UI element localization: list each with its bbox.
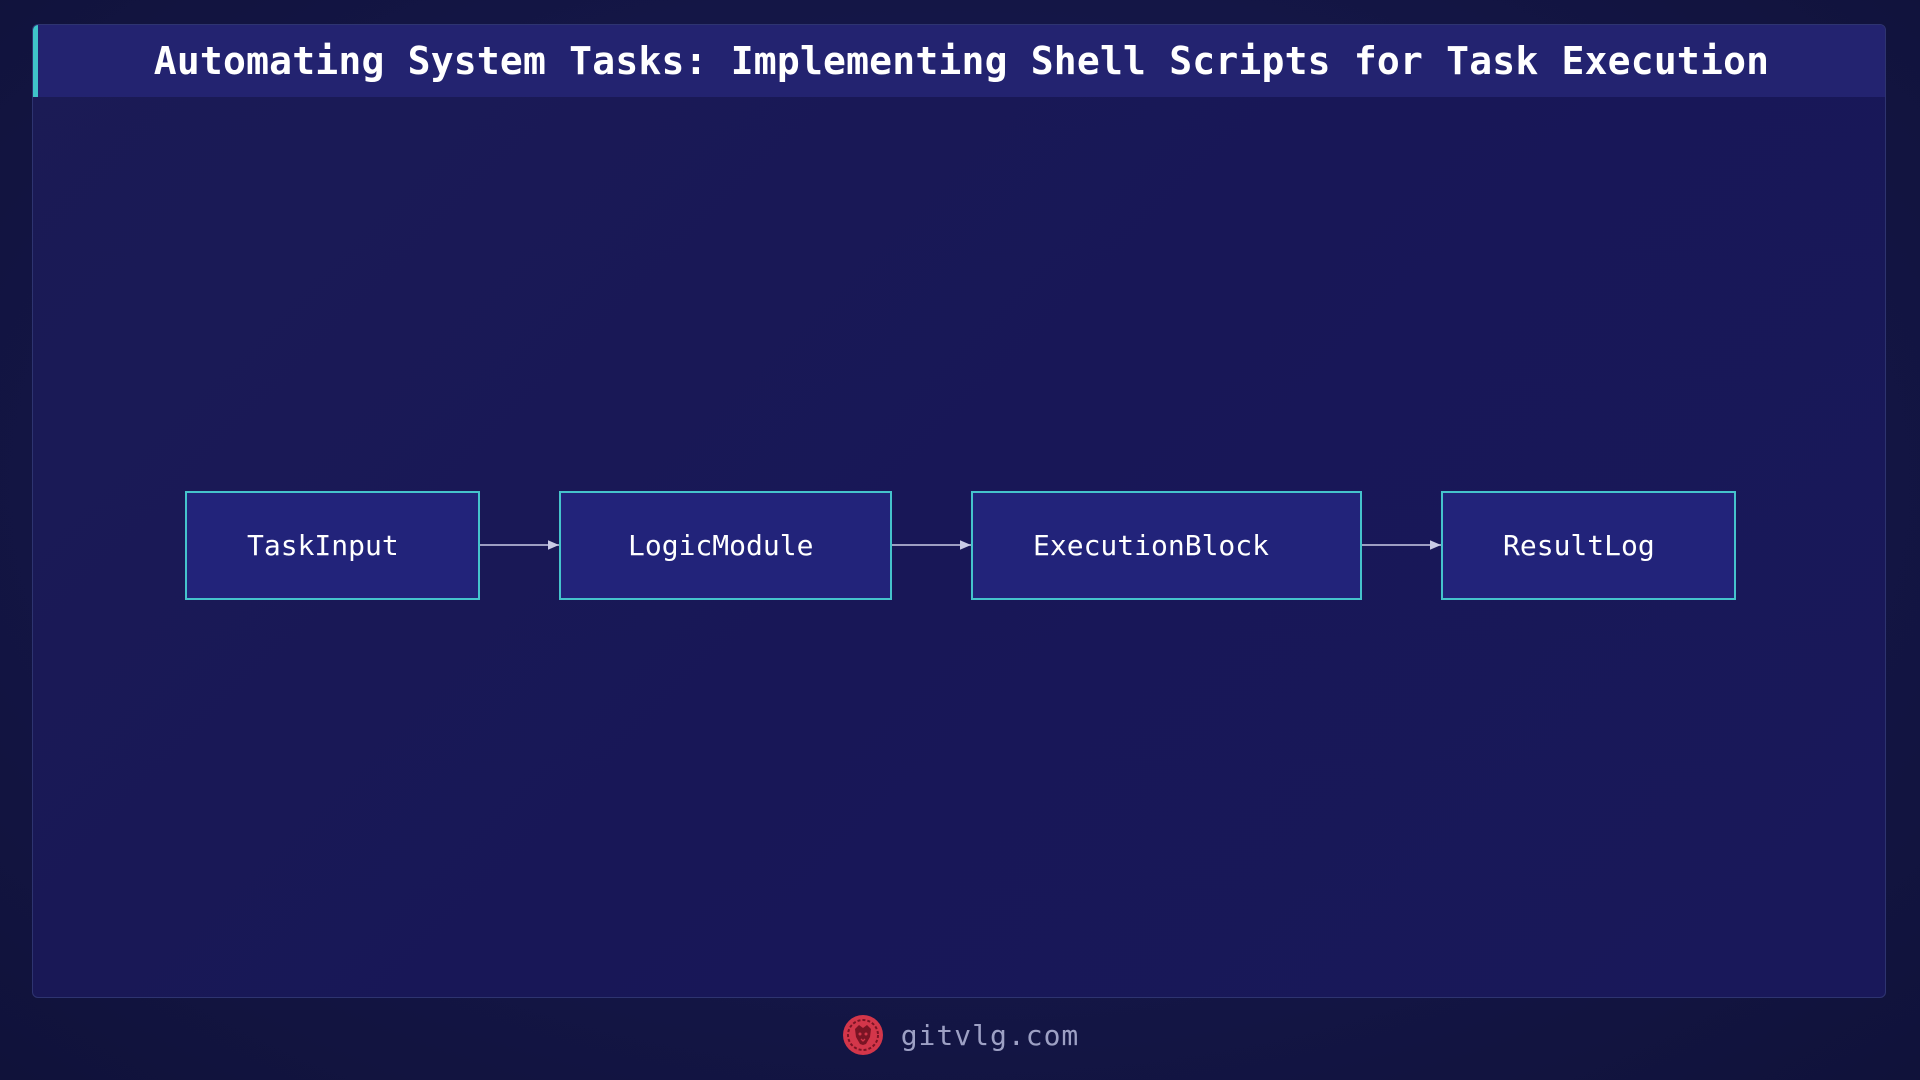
node-label: LogicModule [628,529,814,562]
node-execution-block: ExecutionBlock [971,491,1362,600]
node-label: ResultLog [1503,529,1655,562]
footer: gitvlg.com [0,1010,1920,1060]
node-result-log: ResultLog [1441,491,1736,600]
title-bar: Automating System Tasks: Implementing Sh… [33,25,1885,97]
lion-head-logo-icon [841,1013,885,1057]
node-task-input: TaskInput [185,491,480,600]
node-logic-module: LogicModule [559,491,892,600]
node-label: TaskInput [247,529,399,562]
node-label: ExecutionBlock [1033,529,1270,562]
footer-site-link[interactable]: gitvlg.com [900,1018,1080,1052]
page-title: Automating System Tasks: Implementing Sh… [153,39,1770,83]
